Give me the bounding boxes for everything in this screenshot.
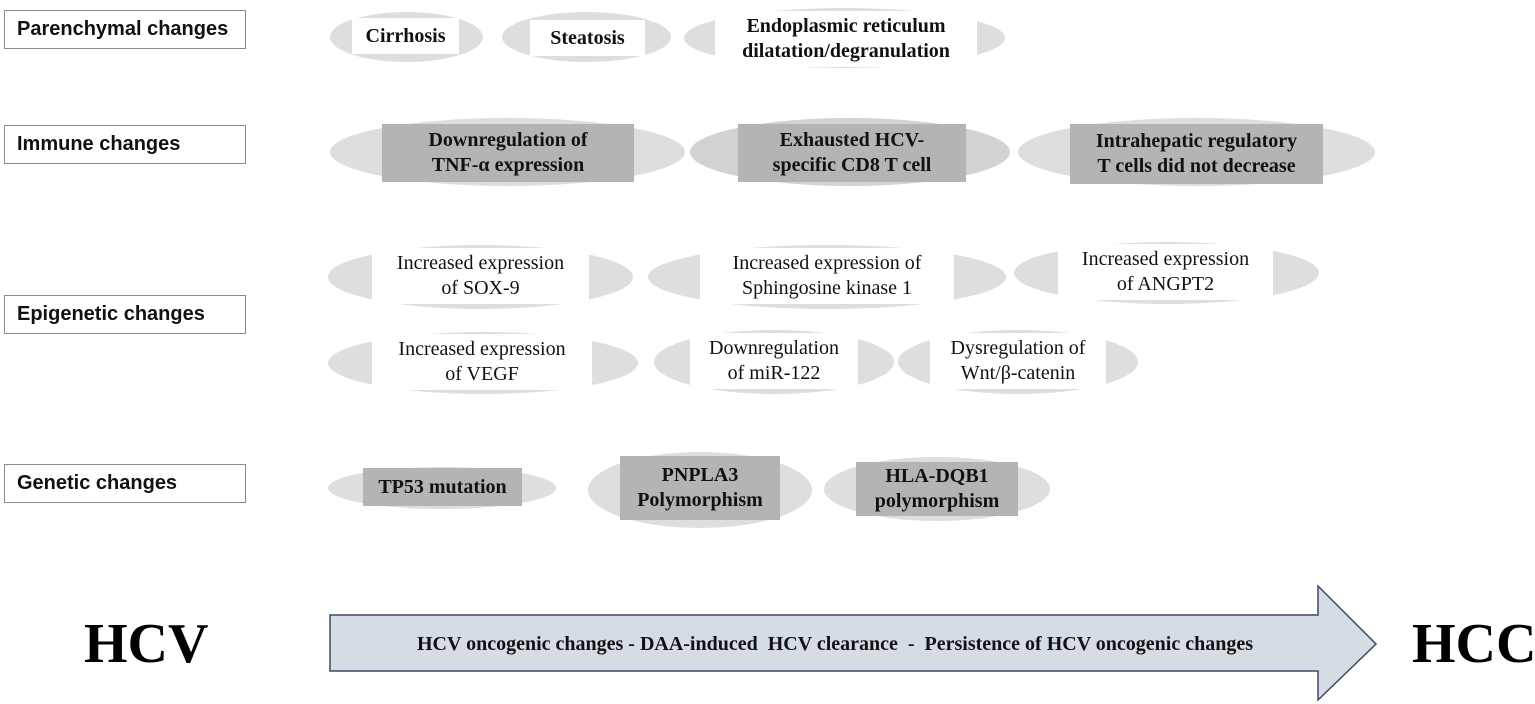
label-mir-line2: of miR-122 <box>727 362 821 384</box>
label-tp53: TP53 mutation <box>363 468 522 506</box>
label-treg-line1: Intrahepatic regulatory <box>1095 130 1298 152</box>
label-er-line2: dilatation/degranulation <box>742 40 950 62</box>
arrow-text: HCV oncogenic changes - DAA-induced HCV … <box>416 632 1254 655</box>
label-tnf-line1: Downregulation of <box>428 129 588 151</box>
label-treg-line2: T cells did not decrease <box>1097 155 1296 177</box>
label-sox9: Increased expression of SOX-9 <box>372 248 589 304</box>
label-hcc: HCC <box>1412 613 1535 675</box>
progression-arrow-shape <box>329 584 1378 702</box>
label-hla-line1: HLA-DQB1 <box>885 465 989 487</box>
label-steatosis: Steatosis <box>530 20 645 56</box>
label-mir-line1: Downregulation <box>709 337 839 359</box>
label-wnt-line2: Wnt/β-catenin <box>960 362 1076 384</box>
label-er-line1: Endoplasmic reticulum <box>746 15 946 37</box>
label-cd8: Exhausted HCV- specific CD8 T cell <box>738 124 966 182</box>
label-sox9-line1: Increased expression <box>396 252 565 274</box>
label-sox9-line2: of SOX-9 <box>441 277 520 299</box>
label-hcv: HCV <box>84 613 209 675</box>
category-epigenetic: Epigenetic changes <box>4 295 246 334</box>
label-sphk: Increased expression of Sphingosine kina… <box>700 248 954 304</box>
category-genetic: Genetic changes <box>4 464 246 503</box>
label-mir: Downregulation of miR-122 <box>690 333 858 389</box>
category-immune: Immune changes <box>4 125 246 164</box>
label-er: Endoplasmic reticulum dilatation/degranu… <box>715 11 977 67</box>
label-tnf-line2: TNF-α expression <box>431 154 585 176</box>
label-cd8-line2: specific CD8 T cell <box>772 154 932 176</box>
label-angpt-line1: Increased expression <box>1081 248 1250 270</box>
label-vegf-line2: of VEGF <box>445 363 519 385</box>
label-wnt: Dysregulation of Wnt/β-catenin <box>930 333 1106 389</box>
category-parenchymal: Parenchymal changes <box>4 10 246 49</box>
label-pnpla3-line1: PNPLA3 <box>661 464 739 486</box>
label-cd8-line1: Exhausted HCV- <box>779 129 925 151</box>
label-tnf: Downregulation of TNF-α expression <box>382 124 634 182</box>
label-vegf: Increased expression of VEGF <box>372 334 592 390</box>
label-treg: Intrahepatic regulatory T cells did not … <box>1070 124 1323 184</box>
label-angpt: Increased expression of ANGPT2 <box>1058 244 1273 300</box>
label-wnt-line1: Dysregulation of <box>950 337 1086 359</box>
label-cirrhosis: Cirrhosis <box>352 18 459 54</box>
label-pnpla3-line2: Polymorphism <box>637 489 763 511</box>
label-hla-line2: polymorphism <box>874 490 1000 512</box>
label-pnpla3: PNPLA3 Polymorphism <box>620 456 780 520</box>
label-angpt-line2: of ANGPT2 <box>1116 273 1215 295</box>
label-hla: HLA-DQB1 polymorphism <box>856 462 1018 516</box>
label-vegf-line1: Increased expression <box>398 338 566 360</box>
label-sphk-line2: Sphingosine kinase 1 <box>742 277 912 299</box>
label-sphk-line1: Increased expression of <box>732 252 922 274</box>
